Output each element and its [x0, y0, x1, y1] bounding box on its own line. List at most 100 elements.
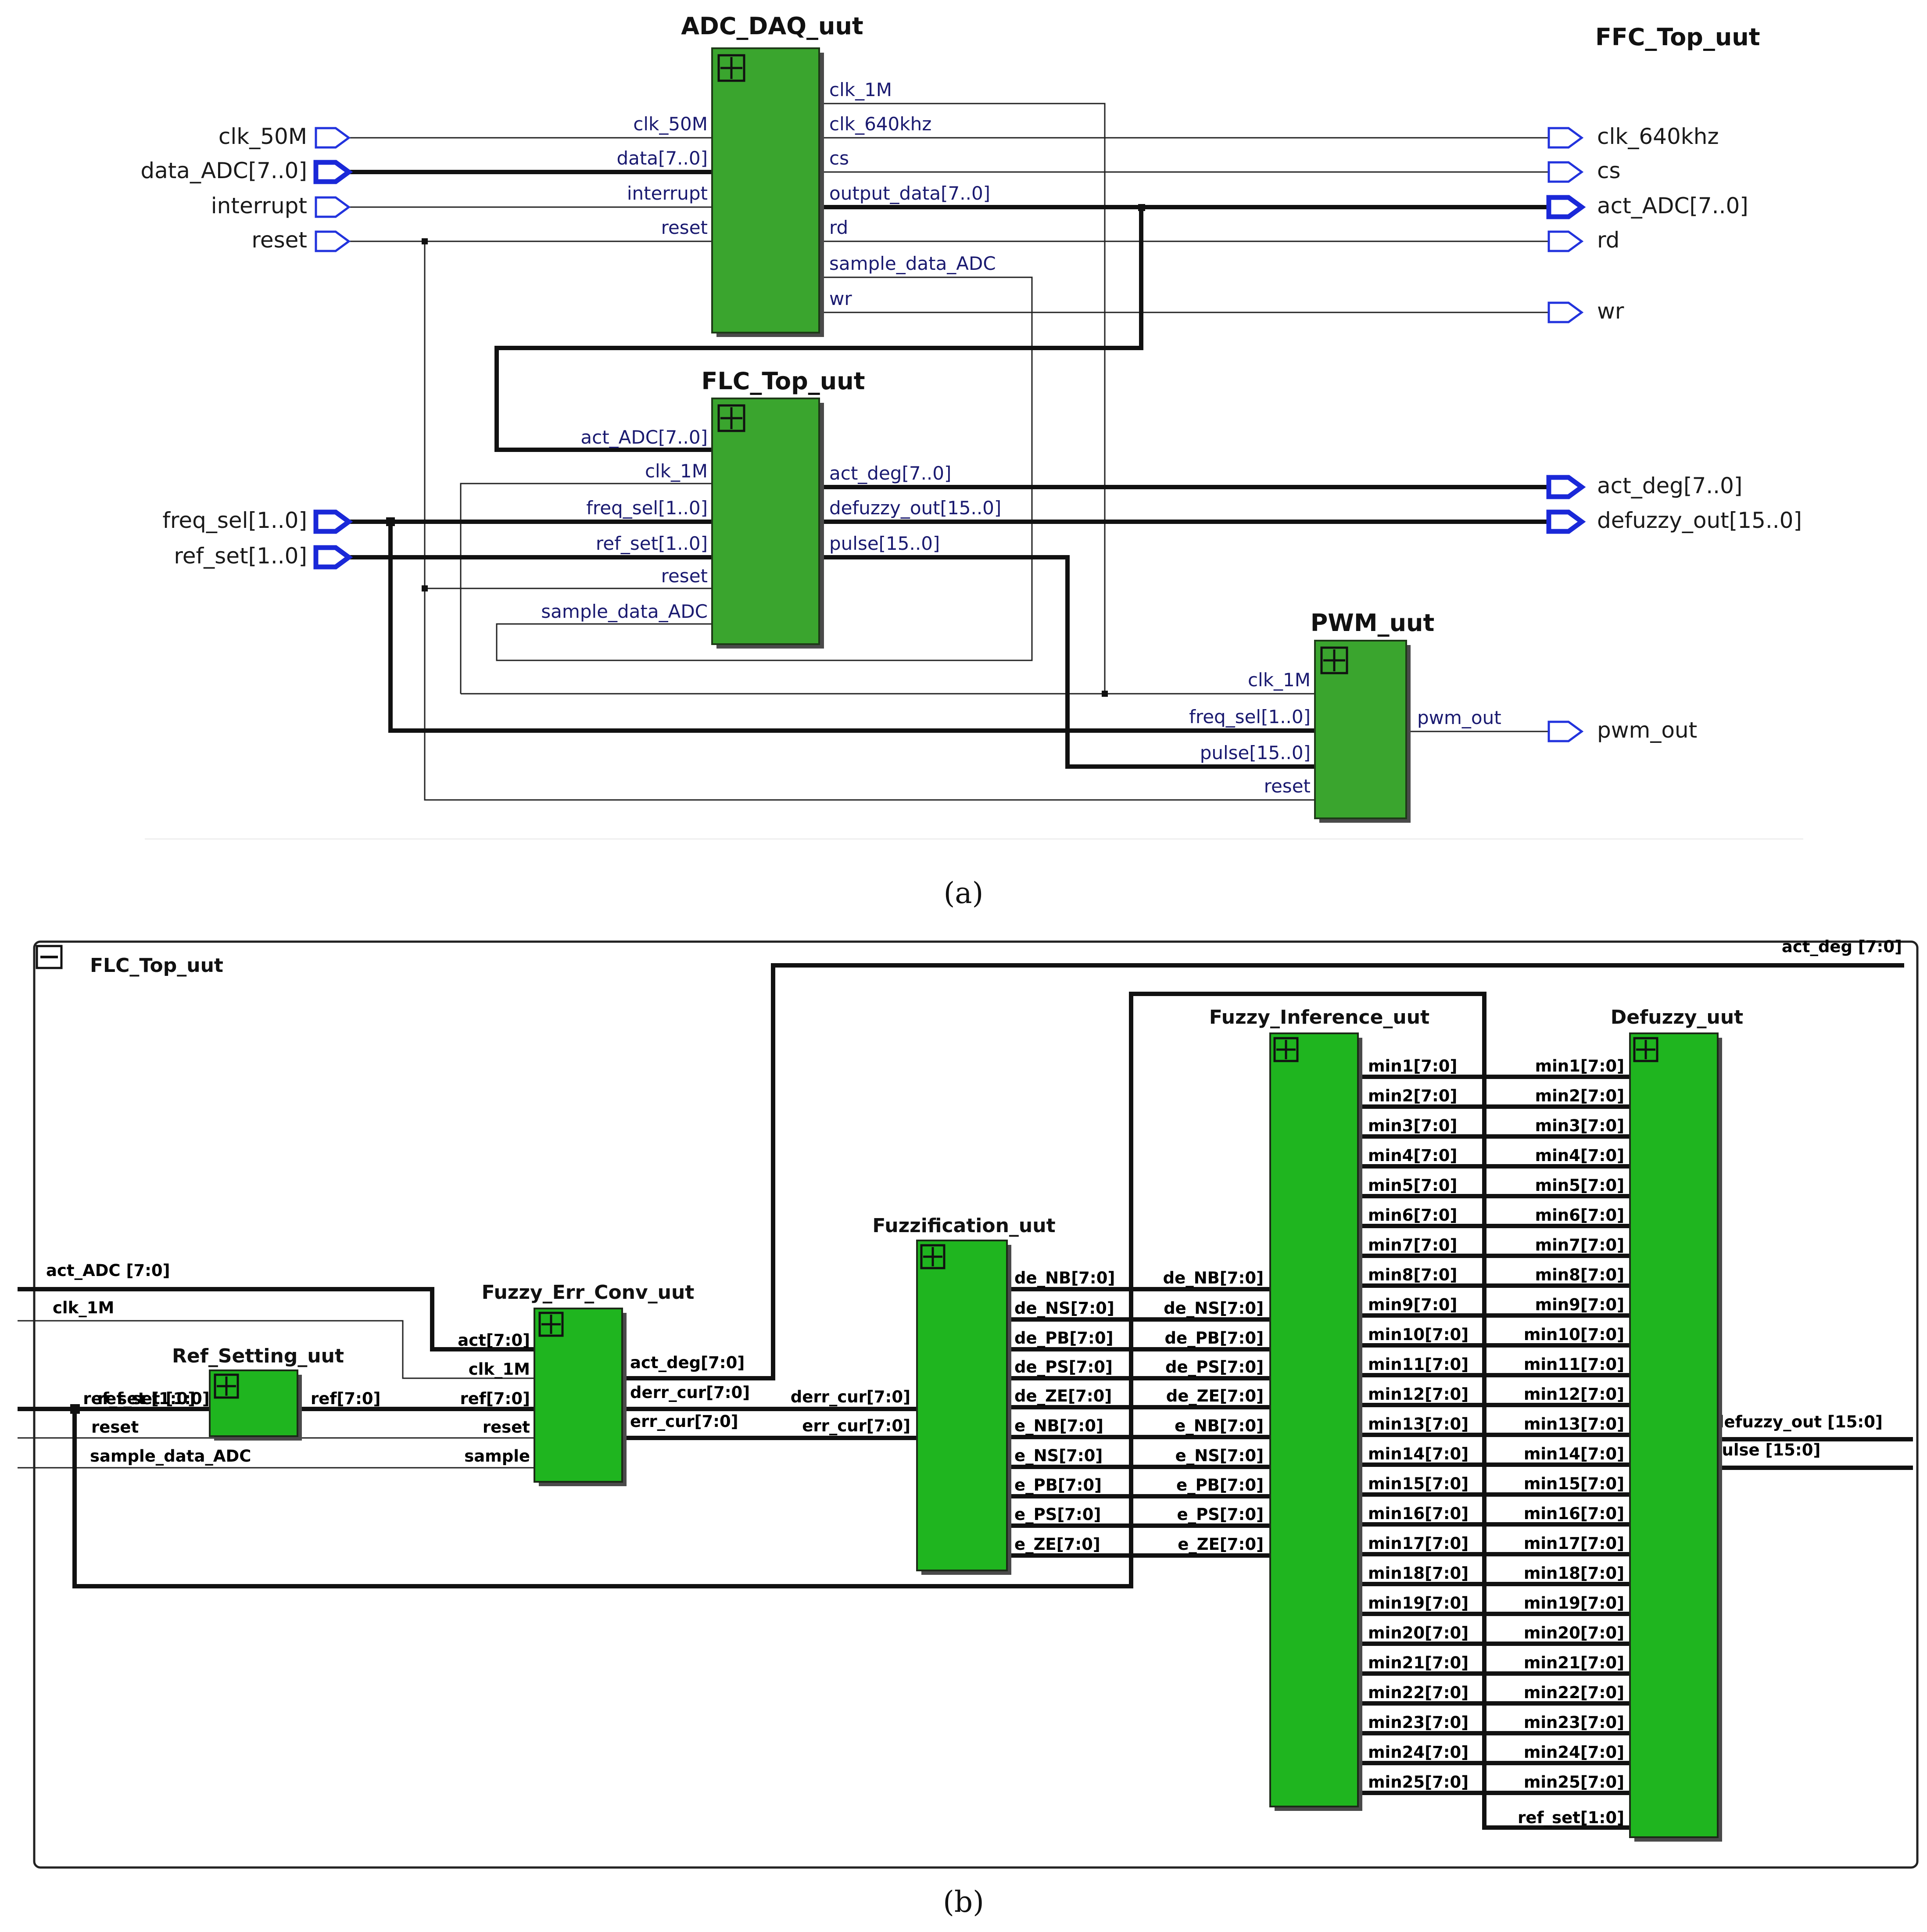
port-label: min9[7:0]	[1368, 1295, 1457, 1314]
expand-icon[interactable]	[920, 1244, 946, 1269]
frame-title: FLC_Top_uut	[90, 954, 223, 977]
output-pin[interactable]	[1547, 230, 1584, 252]
port-label: sample_data_ADC	[541, 601, 708, 622]
port-label: min22[7:0]	[1524, 1683, 1624, 1702]
ref-setting-block[interactable]: Ref_Setting_uut ref_set [1:0] ref[7:0]	[83, 1345, 381, 1441]
output-label: clk_640khz	[1597, 124, 1719, 149]
fuzzy-inference-block[interactable]: Fuzzy_Inference_uut de_NB[7:0] de_NS[7:0…	[1163, 1006, 1469, 1811]
port-label: min14[7:0]	[1368, 1445, 1469, 1463]
expand-icon[interactable]	[214, 1373, 239, 1399]
port-label: e_PB[7:0]	[1176, 1476, 1264, 1495]
output-pin[interactable]	[1546, 475, 1586, 499]
port-label: err_cur[7:0]	[630, 1412, 738, 1431]
port-label: act_deg[7:0]	[630, 1353, 745, 1372]
port-label: freq_sel[1..0]	[586, 497, 708, 519]
block-title: Fuzzification_uut	[872, 1215, 1055, 1237]
output-labels: clk_640khz cs act_ADC[7..0] rd wr act_de…	[1597, 124, 1802, 743]
port-label: min8[7:0]	[1535, 1265, 1624, 1284]
port-label: min15[7:0]	[1524, 1474, 1624, 1493]
port-label: min3[7:0]	[1368, 1116, 1457, 1135]
pwm-block[interactable]: PWM_uut clk_1M freq_sel[1..0] pulse[15..…	[1189, 609, 1501, 823]
block-body	[916, 1240, 1008, 1571]
input-pin[interactable]	[313, 545, 353, 570]
port-label: min13[7:0]	[1368, 1415, 1469, 1434]
output-pin[interactable]	[1546, 195, 1586, 219]
output-pin[interactable]	[1547, 301, 1584, 323]
output-label: act_ADC[7..0]	[1597, 193, 1748, 219]
wire-clk-1m	[18, 1320, 534, 1379]
port-label: reset	[1264, 775, 1311, 797]
input-pin[interactable]	[315, 230, 351, 252]
port-label: e_PB[7:0]	[1014, 1476, 1102, 1495]
junction	[422, 238, 428, 244]
output-pin[interactable]	[1547, 127, 1584, 149]
port-label: min7[7:0]	[1535, 1236, 1624, 1255]
collapse-icon[interactable]	[36, 945, 63, 969]
port-label: min13[7:0]	[1524, 1415, 1624, 1434]
input-pin[interactable]	[313, 160, 353, 184]
port-label: min4[7:0]	[1368, 1146, 1457, 1165]
expand-icon[interactable]	[1633, 1037, 1658, 1062]
expand-icon[interactable]	[1320, 646, 1348, 674]
output-pin[interactable]	[1547, 161, 1584, 183]
top-level-title: FFC_Top_uut	[1595, 23, 1760, 51]
input-pin[interactable]	[315, 196, 351, 218]
ext-output-label: defuzzy_out [15:0]	[1712, 1412, 1883, 1431]
port-label: min5[7:0]	[1535, 1176, 1624, 1195]
panel-b: FLC_Top_uut act_ADC [7:0] clk_1M ref_set…	[18, 937, 1919, 1919]
caption-b: (b)	[943, 1885, 984, 1919]
port-label: e_PS[7:0]	[1177, 1505, 1264, 1524]
input-pin[interactable]	[313, 509, 353, 534]
junction	[386, 517, 395, 526]
port-label: de_PS[7:0]	[1014, 1358, 1113, 1376]
port-label: min12[7:0]	[1368, 1385, 1469, 1404]
bus-act-deg	[621, 963, 1904, 1380]
frame	[33, 940, 1919, 1869]
port-label: min16[7:0]	[1368, 1504, 1469, 1523]
wire-reset	[424, 241, 1315, 801]
caption-a: (a)	[944, 876, 984, 910]
output-label: defuzzy_out[15..0]	[1597, 508, 1802, 533]
port-label: min25[7:0]	[1524, 1773, 1624, 1792]
input-pin[interactable]	[315, 127, 351, 149]
port-label: de_PS[7:0]	[1165, 1358, 1264, 1376]
fuzzification-block[interactable]: Fuzzification_uut derr_cur[7:0] err_cur[…	[791, 1215, 1115, 1575]
junction	[422, 585, 428, 591]
fuzzy-err-conv-block[interactable]: Fuzzy_Err_Conv_uut act[7:0] clk_1M ref[7…	[458, 1281, 750, 1486]
port-label: sample_data_ADC	[829, 253, 996, 274]
port-label: reset	[483, 1418, 530, 1437]
port-label: min10[7:0]	[1524, 1325, 1624, 1344]
output-pin[interactable]	[1546, 509, 1586, 534]
junction	[70, 1404, 80, 1414]
expand-icon[interactable]	[717, 404, 745, 432]
port-label: min23[7:0]	[1368, 1713, 1469, 1732]
port-label: min1[7:0]	[1535, 1057, 1624, 1075]
output-pin[interactable]	[1547, 720, 1584, 742]
port-label: min2[7:0]	[1535, 1086, 1624, 1105]
input-label: clk_50M	[218, 124, 307, 149]
port-label: e_ZE[7:0]	[1178, 1535, 1264, 1554]
port-label: min1[7:0]	[1368, 1057, 1457, 1075]
block-title: ADC_DAQ_uut	[681, 12, 863, 40]
port-label: min10[7:0]	[1368, 1325, 1469, 1344]
port-label: clk_1M	[829, 79, 892, 100]
output-label: wr	[1597, 298, 1624, 324]
port-label: min2[7:0]	[1368, 1086, 1457, 1105]
defuzzy-block[interactable]: Defuzzy_uut ref_set[1:0] min1[7:0]min2[7…	[1518, 1006, 1743, 1842]
expand-icon[interactable]	[1273, 1037, 1299, 1062]
port-label: de_ZE[7:0]	[1014, 1387, 1112, 1405]
output-label: cs	[1597, 158, 1621, 183]
ext-input-label: ref_set [1:0]	[97, 1389, 210, 1408]
port-label: rd	[829, 217, 848, 238]
port-label: e_NS[7:0]	[1175, 1446, 1264, 1465]
port-label: pulse[15..0]	[1200, 742, 1311, 763]
port-label: sample	[464, 1447, 530, 1466]
input-label: interrupt	[211, 193, 307, 219]
expand-icon[interactable]	[538, 1312, 564, 1337]
port-label: min9[7:0]	[1535, 1295, 1624, 1314]
wire-clk-1m	[819, 103, 1106, 694]
adc-daq-block[interactable]: ADC_DAQ_uut clk_50M data[7..0] interrupt…	[616, 12, 996, 337]
port-label: min22[7:0]	[1368, 1683, 1469, 1702]
flc-top-block[interactable]: FLC_Top_uut act_ADC[7..0] clk_1M freq_se…	[541, 367, 1001, 649]
expand-icon[interactable]	[717, 54, 745, 82]
